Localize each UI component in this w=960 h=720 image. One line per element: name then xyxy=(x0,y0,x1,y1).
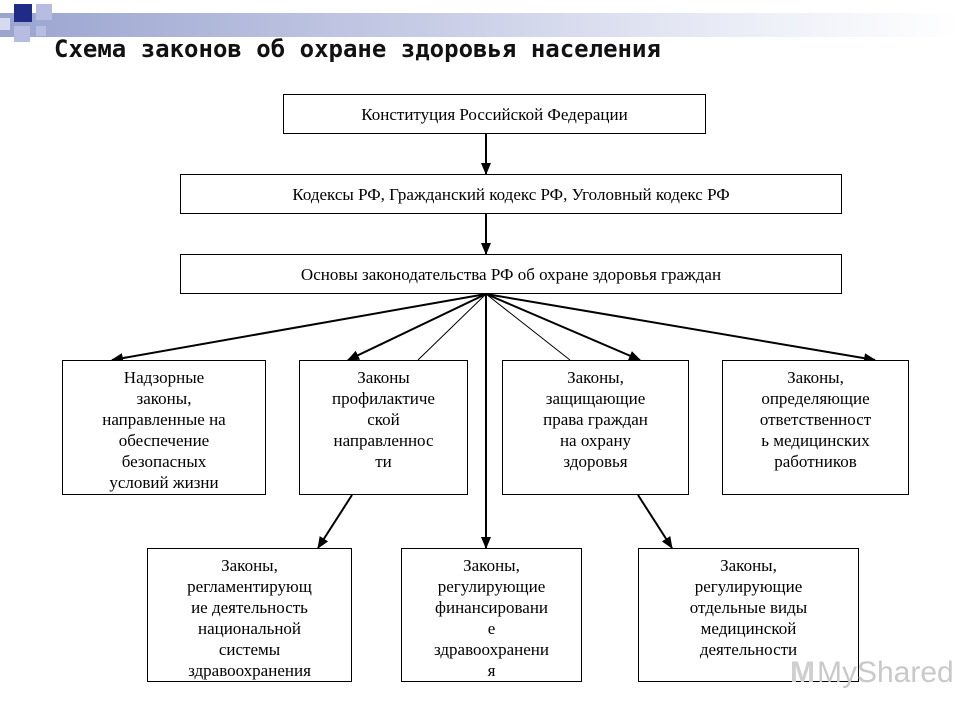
decor-square xyxy=(0,18,10,30)
thin-line-right xyxy=(485,293,571,361)
box-line: регламентирующ xyxy=(187,577,312,596)
header-band xyxy=(0,13,960,37)
box-rights: Законы, защищающие права граждан на охра… xyxy=(502,360,689,495)
box-line: направленные на xyxy=(102,410,226,429)
arrow-to-supervisory xyxy=(111,293,487,364)
box-line: ти xyxy=(375,452,392,471)
box-line: защищающие xyxy=(545,389,646,408)
box-line: ответственност xyxy=(759,410,872,429)
box-preventive: Законы профилактиче ской направленнос ти xyxy=(299,360,468,495)
page-title: Схема законов об охране здоровья населен… xyxy=(54,35,661,63)
box-line: Надзорные xyxy=(123,368,205,387)
decor-square xyxy=(36,4,52,20)
box-line: отдельные виды xyxy=(689,598,808,617)
box-line: определяющие xyxy=(761,389,870,408)
box-line: Законы, xyxy=(221,556,278,575)
box-line: здоровья xyxy=(563,452,628,471)
box-line: я xyxy=(487,661,496,680)
box-line: здравоохранения xyxy=(188,661,311,680)
decor-square-dark xyxy=(14,4,32,22)
watermark-logo-icon: M xyxy=(790,656,815,689)
arrow-to-preventive xyxy=(347,293,487,361)
box-line: работников xyxy=(774,452,857,471)
box-line: здравоохранени xyxy=(434,640,549,659)
arrow-to-rights xyxy=(485,293,641,361)
box-line: медицинской xyxy=(700,619,797,638)
arrow-to-responsibility xyxy=(485,293,876,364)
box-line: регулирующие xyxy=(437,577,546,596)
box-line: безопасных xyxy=(121,452,207,471)
box-fundamentals-text: Основы законодательства РФ об охране здо… xyxy=(300,264,722,284)
box-line: права граждан xyxy=(543,410,648,429)
box-medical-activity: Законы, регулирующие отдельные виды меди… xyxy=(638,548,859,682)
thin-line-left xyxy=(417,293,487,361)
box-line: системы xyxy=(218,640,281,659)
box-line: на охрану xyxy=(559,431,632,450)
box-national-system: Законы, регламентирующ ие деятельность н… xyxy=(147,548,352,682)
box-line: ие деятельность xyxy=(191,598,308,617)
box-line: профилактиче xyxy=(332,389,435,408)
box-supervisory: Надзорные законы, направленные на обеспе… xyxy=(62,360,266,495)
decor-square xyxy=(14,26,30,42)
box-responsibility: Законы, определяющие ответственност ь ме… xyxy=(722,360,909,495)
box-financing: Законы, регулирующие финансировани е здр… xyxy=(401,548,582,682)
box-line: условий жизни xyxy=(109,473,219,492)
box-line: законы, xyxy=(136,389,192,408)
box-line: ской xyxy=(367,410,400,429)
box-line: ь медицинских xyxy=(761,431,870,450)
box-line: Законы, xyxy=(720,556,777,575)
box-line: финансировани xyxy=(434,598,549,617)
box-codes-text: Кодексы РФ, Гражданский кодекс РФ, Уголо… xyxy=(292,184,730,204)
box-line: деятельности xyxy=(699,640,798,659)
box-codes: Кодексы РФ, Гражданский кодекс РФ, Уголо… xyxy=(180,174,842,214)
arrow-to-medical-activity xyxy=(637,494,673,549)
decor-square xyxy=(36,26,46,36)
box-line: Законы, xyxy=(567,368,624,387)
box-fundamentals: Основы законодательства РФ об охране здо… xyxy=(180,254,842,294)
box-line: е xyxy=(487,619,496,638)
box-line: Законы, xyxy=(463,556,520,575)
watermark: MMyShared xyxy=(790,656,954,690)
box-line: обеспечение xyxy=(118,431,210,450)
box-line: регулирующие xyxy=(694,577,803,596)
watermark-text: MyShared xyxy=(817,656,954,689)
box-line: направленнос xyxy=(333,431,434,450)
box-constitution-text: Конституция Российской Федерации xyxy=(361,104,628,124)
box-line: Законы, xyxy=(787,368,844,387)
box-line: национальной xyxy=(197,619,302,638)
arrow-to-national-system xyxy=(317,494,353,549)
box-line: Законы xyxy=(357,368,410,387)
box-constitution: Конституция Российской Федерации xyxy=(283,94,706,134)
